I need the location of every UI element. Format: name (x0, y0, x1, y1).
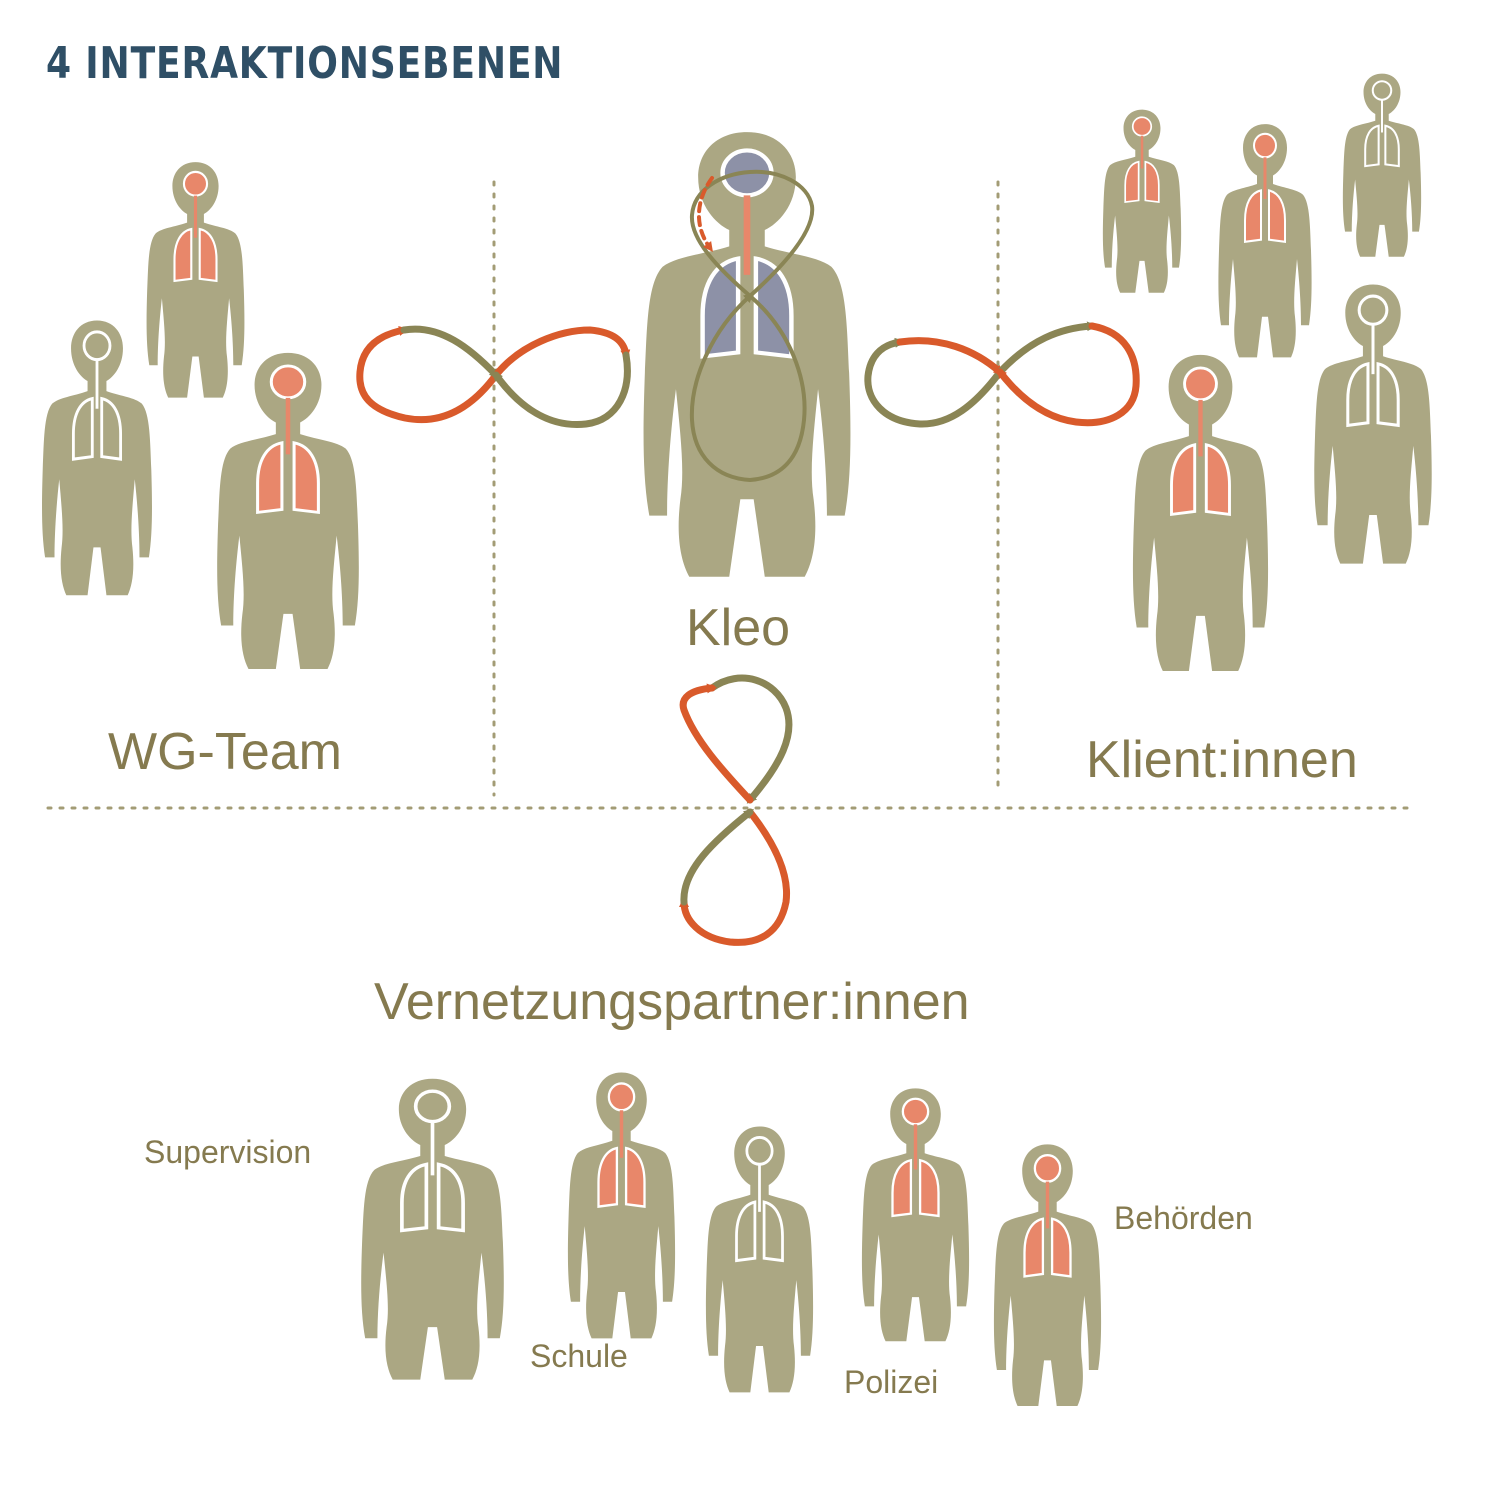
loop-kleo-inner (689, 169, 815, 483)
loop-team-kleo-orange-left (356, 326, 500, 424)
loop-kleo-network-orange-bottom (679, 808, 791, 946)
loop-kleo-clients (864, 321, 1140, 428)
partner-person-behoerden (993, 1144, 1102, 1406)
loop-kleo-inner-orange (696, 176, 714, 253)
loop-team-kleo (356, 325, 631, 428)
label-partner-behoerden: Behörden (1114, 1200, 1253, 1236)
label-network: Vernetzungspartner:innen (374, 973, 970, 1031)
label-partner-schule: Schule (530, 1338, 628, 1374)
loop-kleo-clients-olive-left (864, 337, 1004, 428)
label-partner-supervision: Supervision (144, 1134, 312, 1170)
loop-kleo-network-orange-top (679, 683, 754, 804)
team-person-3 (217, 352, 359, 669)
partner-person-3 (705, 1126, 814, 1393)
partner-person-polizei (861, 1088, 970, 1342)
partner-person-supervision (361, 1078, 504, 1380)
team-person-2 (42, 320, 152, 596)
loop-kleo-clients-olive-right (996, 321, 1097, 376)
kleo-figure (643, 132, 851, 577)
client-person-5 (1132, 354, 1269, 671)
loop-kleo-clients-orange-right (996, 322, 1140, 427)
label-partner-polizei: Polizei (844, 1364, 939, 1400)
loop-kleo-inner-olive (689, 169, 815, 483)
page-title: 4 INTERAKTIONSEBENEN (46, 38, 564, 89)
partner-person-schule (567, 1072, 676, 1339)
loop-kleo-network (679, 674, 793, 946)
label-team: WG-Team (108, 723, 342, 781)
label-center: Kleo (686, 599, 791, 657)
loop-kleo-network-olive-bottom (680, 808, 754, 906)
loop-team-kleo-olive-right (492, 351, 631, 428)
team-person-1 (146, 162, 245, 398)
label-clients: Klient:innen (1086, 731, 1358, 789)
loop-team-kleo-orange-right (492, 326, 631, 379)
client-person-3 (1342, 73, 1422, 257)
loop-kleo-network-olive-top (708, 674, 793, 804)
partner-figures (361, 1072, 1102, 1406)
client-person-4 (1314, 284, 1432, 564)
dividers (46, 180, 1418, 810)
loop-kleo-clients-orange-left (896, 337, 1004, 376)
client-figures (1102, 73, 1432, 671)
loop-team-kleo-olive-left (400, 325, 500, 379)
team-figures (42, 162, 359, 669)
client-person-2 (1218, 124, 1312, 358)
client-person-1 (1102, 109, 1182, 293)
